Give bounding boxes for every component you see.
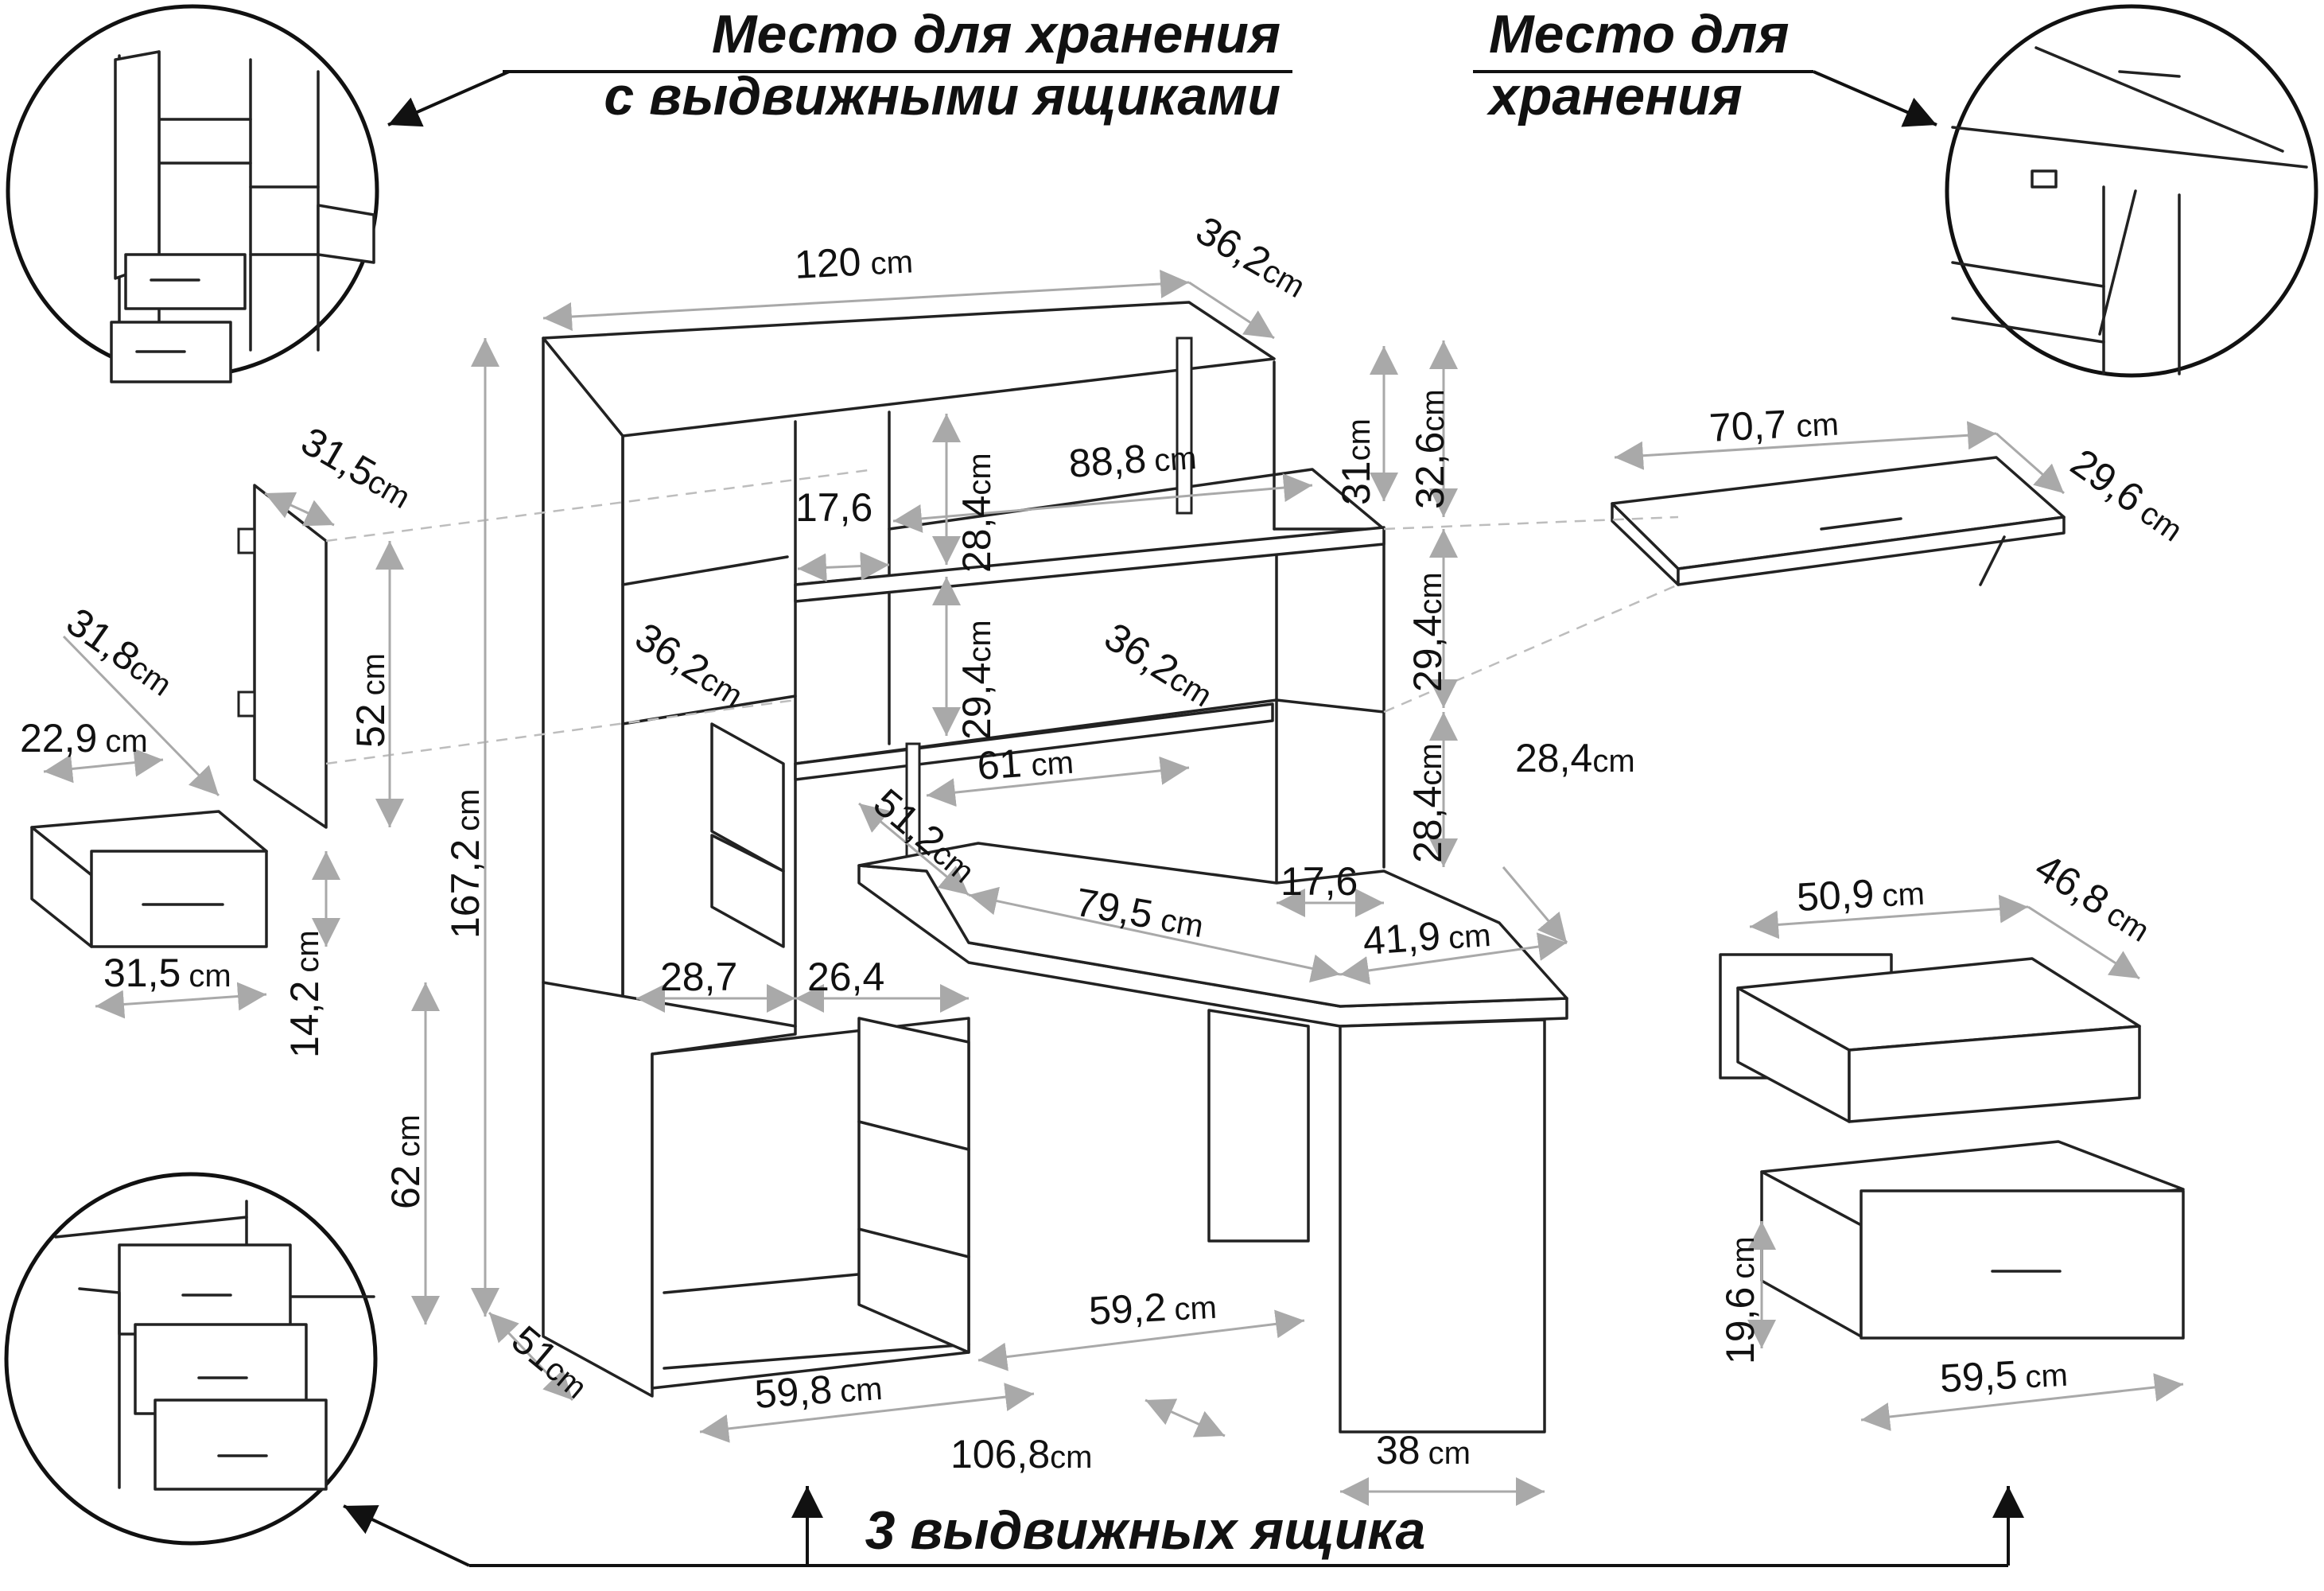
dim-door-height: 52cm <box>348 653 393 748</box>
drawer-stack <box>857 1017 970 1354</box>
door-panel <box>237 484 328 829</box>
dim-big-drawer-height: 19,6cm <box>1718 1236 1762 1364</box>
desk-main <box>542 301 1568 1433</box>
dim-niche-left: 28,7 <box>660 955 737 999</box>
dim-right-partition-w: 17,6 <box>1281 859 1358 904</box>
dim-top-depth: 36,2cm <box>1189 208 1315 306</box>
callout-storage-line2: хранения <box>1487 66 1743 126</box>
detail-circle-drawer-storage <box>6 4 379 383</box>
callout-drawer-line2: с выдвижными ящиками <box>604 66 1281 126</box>
dim-desk-height: 62cm <box>383 1114 428 1209</box>
dim-niche-h: 31cm <box>1334 418 1378 505</box>
detail-circle-storage <box>1945 4 2318 378</box>
callout-arrow <box>387 70 510 127</box>
dim-partition-h2: 29,4cm <box>954 620 999 740</box>
callout-arrow <box>343 1504 470 1567</box>
detail-circle-three-drawers <box>4 1172 378 1546</box>
dim-partition-h1: 28,4cm <box>954 453 999 573</box>
three-drawers-callout: 3 выдвижных ящика <box>343 1486 2024 1567</box>
dim-lower-shelf-h: 28,4cm <box>1405 743 1450 863</box>
dim-desk-corner-depth: 28,4cm <box>1515 736 1635 780</box>
dim-total-height: 167,2cm <box>443 789 488 939</box>
dim-door-depth: 31,5cm <box>294 418 420 517</box>
dim-inner-depth-right: 36,2cm <box>1097 614 1222 715</box>
reference-lines <box>325 468 1679 765</box>
storage-callout: Место для хранения <box>1473 4 1937 127</box>
dim-desk-total-width: 106,8cm <box>950 1432 1092 1476</box>
dim-mid-shelf-h: 29,4cm <box>1405 572 1450 692</box>
callout-drawer-line1: Место для хранения <box>712 4 1281 64</box>
dim-small-drawer-height: 14,2cm <box>282 930 327 1058</box>
dimension-lines <box>43 270 2184 1506</box>
dim-niche-right: 26,4 <box>807 955 884 999</box>
big-drawer-1 <box>1719 953 2141 1123</box>
small-drawer <box>30 810 268 948</box>
dim-partition-w: 17,6 <box>795 485 872 530</box>
right-leg <box>1339 1018 1546 1433</box>
dim-flap-depth: 29,6cm <box>2063 440 2194 550</box>
callout-storage-line1: Место для <box>1489 4 1790 64</box>
drawer-storage-callout: Место для хранения с выдвижными ящиками <box>387 4 1292 127</box>
big-drawer-2 <box>1760 1140 2185 1340</box>
flap-panel <box>1611 456 2066 586</box>
callout-arrow <box>1813 70 1937 127</box>
inner-leg <box>1207 1009 1310 1243</box>
top-slab <box>542 301 1276 438</box>
dim-big-drawer-depth: 46,8cm <box>2027 845 2159 951</box>
callout-three-drawers: 3 выдвижных ящика <box>865 1500 1426 1561</box>
dim-upper-shelf-h: 32,6cm <box>1408 389 1452 509</box>
dim-inner-depth-left: 36,2cm <box>628 614 752 715</box>
left-side-panel <box>542 336 624 1028</box>
